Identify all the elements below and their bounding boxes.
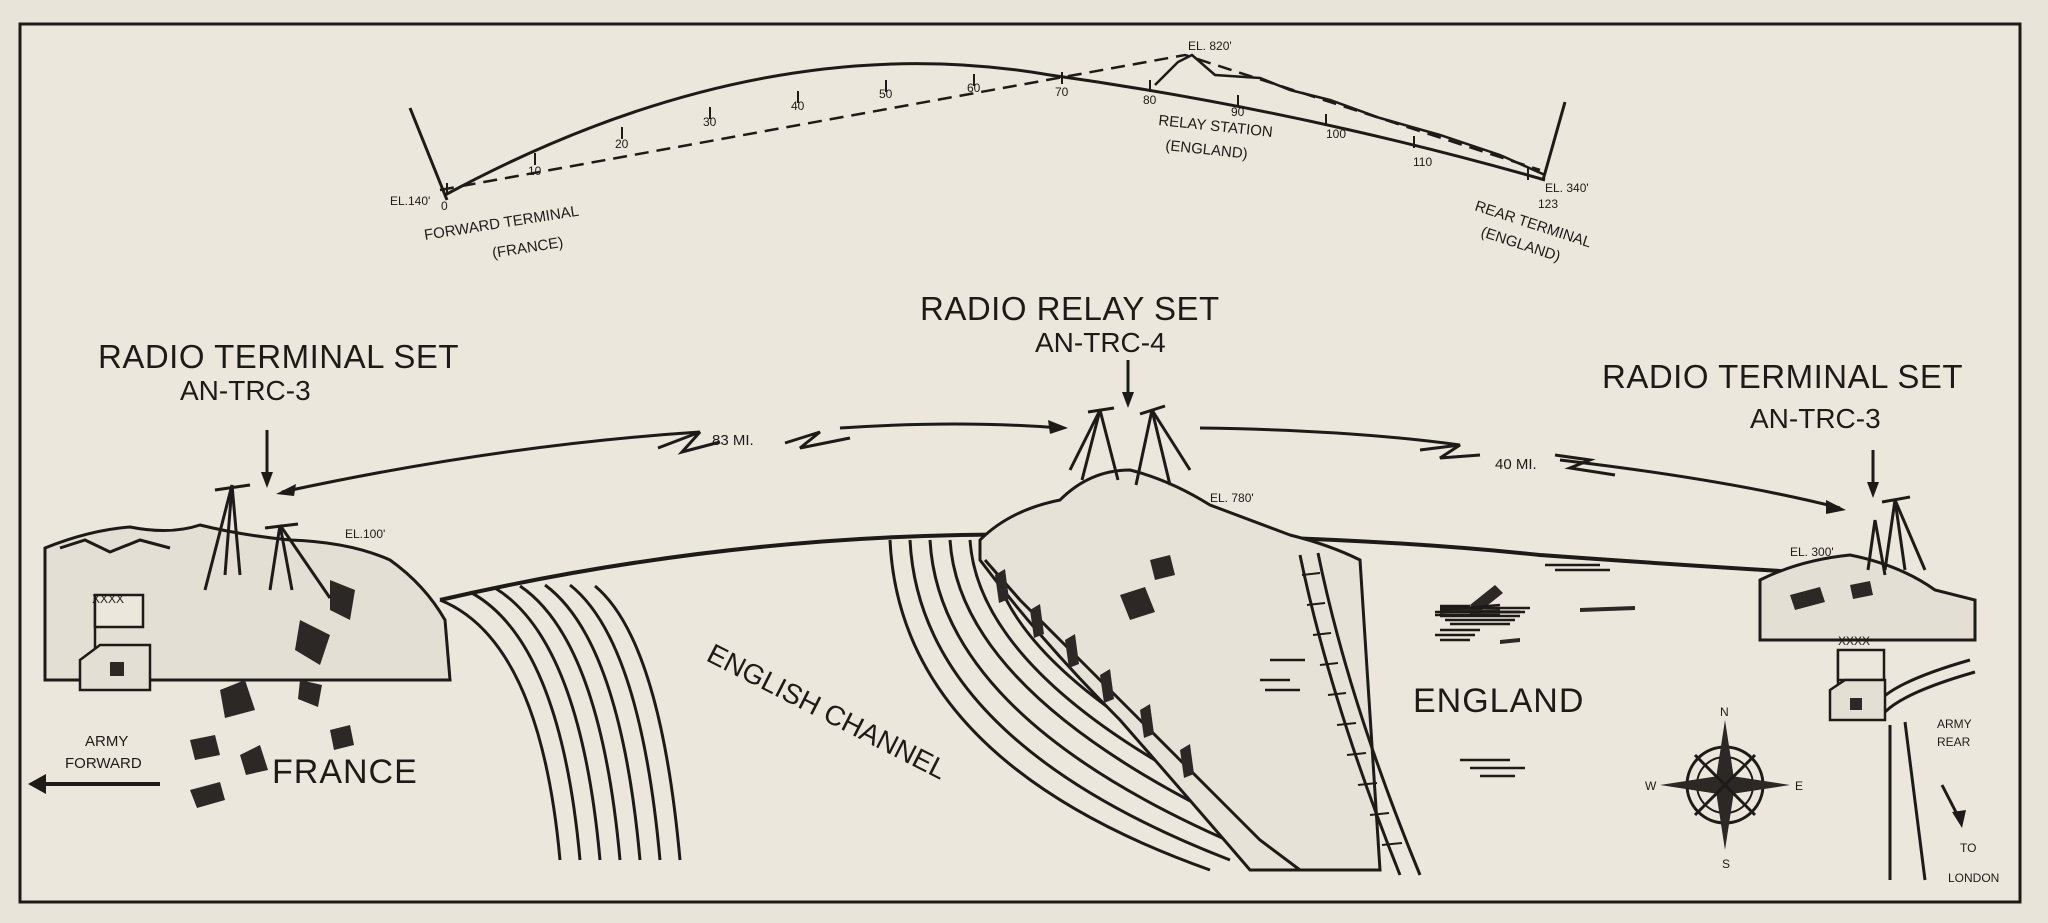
relay-set-pointer-head <box>1122 392 1134 408</box>
rear-terminal-tower <box>1866 495 1927 576</box>
tick-110: 110 <box>1413 155 1432 169</box>
compass-east: E <box>1795 779 1803 793</box>
channel-waves-left <box>439 583 682 861</box>
tick-60: 60 <box>967 81 981 95</box>
left-link-arc-b <box>839 422 1061 430</box>
army-rear-label-2: REAR <box>1937 735 1971 749</box>
right-set-model: AN-TRC-3 <box>1750 403 1881 434</box>
mile-ticks <box>446 72 1529 195</box>
army-rear-label-1: ARMY <box>1937 717 1972 731</box>
tick-90: 90 <box>1231 105 1245 119</box>
army-forward-flag: XXXX <box>92 592 124 606</box>
right-link-arc-b <box>1559 458 1841 510</box>
tick-20: 20 <box>615 137 629 151</box>
railway-right-rail <box>1316 552 1422 876</box>
left-distance: 83 MI. <box>712 432 754 449</box>
france-hills <box>43 523 452 682</box>
relay-elevation-label: EL. 820' <box>1188 39 1232 53</box>
army-forward-hq <box>78 593 152 692</box>
right-set-title: RADIO TERMINAL SET <box>1602 358 1963 395</box>
tick-10: 10 <box>528 164 542 178</box>
tick-70: 70 <box>1055 85 1069 99</box>
right-link-arc-a <box>1199 426 1461 447</box>
compass-south: S <box>1722 857 1730 871</box>
right-distance: 40 MI. <box>1495 456 1537 473</box>
tick-40: 40 <box>791 99 805 113</box>
rear-railway <box>1878 658 1976 881</box>
england-terminal-hill <box>1758 553 1977 642</box>
relay-link-arrowhead <box>1048 420 1068 434</box>
france-ridge <box>59 538 171 554</box>
left-set-title: RADIO TERMINAL SET <box>98 338 459 375</box>
compass-north: N <box>1720 705 1729 719</box>
right-link-arrowhead <box>1826 500 1846 514</box>
forward-terminal-tower <box>203 483 332 599</box>
england-field-marks <box>1260 563 1610 778</box>
tick-123: 123 <box>1538 197 1558 211</box>
right-lightning <box>1419 443 1481 460</box>
relay-towers <box>1068 404 1192 486</box>
army-forward-label-2: FORWARD <box>65 755 142 772</box>
left-set-pointer-head <box>261 472 273 488</box>
relay-set-title: RADIO RELAY SET <box>920 290 1220 327</box>
right-set-pointer-head <box>1867 482 1879 498</box>
rear-elevation-label: EL. 340' <box>1545 181 1589 195</box>
forward-mast-line <box>408 107 449 201</box>
right-lightning-b <box>1554 453 1616 477</box>
relay-set-model: AN-TRC-4 <box>1035 327 1166 358</box>
left-link-arc-a <box>281 430 701 494</box>
left-lightning <box>657 430 721 455</box>
radio-beam-path <box>439 53 1541 192</box>
france-shading <box>190 580 355 808</box>
left-set-model: AN-TRC-3 <box>180 375 311 406</box>
army-forward-label-1: ARMY <box>85 733 128 750</box>
army-rear-hq <box>1828 648 1887 722</box>
army-rear-flag: XXXX <box>1838 634 1870 648</box>
england-label: ENGLAND <box>1413 682 1584 720</box>
left-set-elevation: EL.100' <box>345 527 385 541</box>
tick-30: 30 <box>703 115 717 129</box>
compass-rose-icon <box>1660 720 1790 850</box>
terrain-profile <box>1154 53 1546 177</box>
right-set-elevation: EL. 300' <box>1790 545 1834 559</box>
forward-elevation-label: EL.140' <box>390 194 430 208</box>
to-london-arrowhead <box>1952 810 1966 828</box>
tick-50: 50 <box>879 87 893 101</box>
railway-left-rail <box>1298 554 1402 876</box>
railway-ties <box>1301 572 1403 846</box>
army-forward-arrowhead <box>28 774 46 794</box>
left-lightning-b <box>784 430 851 450</box>
frame <box>18 22 2022 904</box>
france-label: FRANCE <box>272 753 418 791</box>
tick-80: 80 <box>1143 93 1157 107</box>
to-london-label-2: LONDON <box>1948 871 1999 885</box>
left-link-arrowhead <box>276 484 296 496</box>
tick-0: 0 <box>441 199 448 213</box>
relay-set-elevation: EL. 780' <box>1210 491 1254 505</box>
earth-curve <box>444 62 1546 197</box>
rear-mast-line <box>1541 101 1567 181</box>
tick-100: 100 <box>1326 127 1346 141</box>
cliff-shading <box>995 555 1194 778</box>
compass-west: W <box>1645 779 1657 793</box>
to-london-label-1: TO <box>1960 841 1976 855</box>
relay-hill <box>978 468 1382 872</box>
